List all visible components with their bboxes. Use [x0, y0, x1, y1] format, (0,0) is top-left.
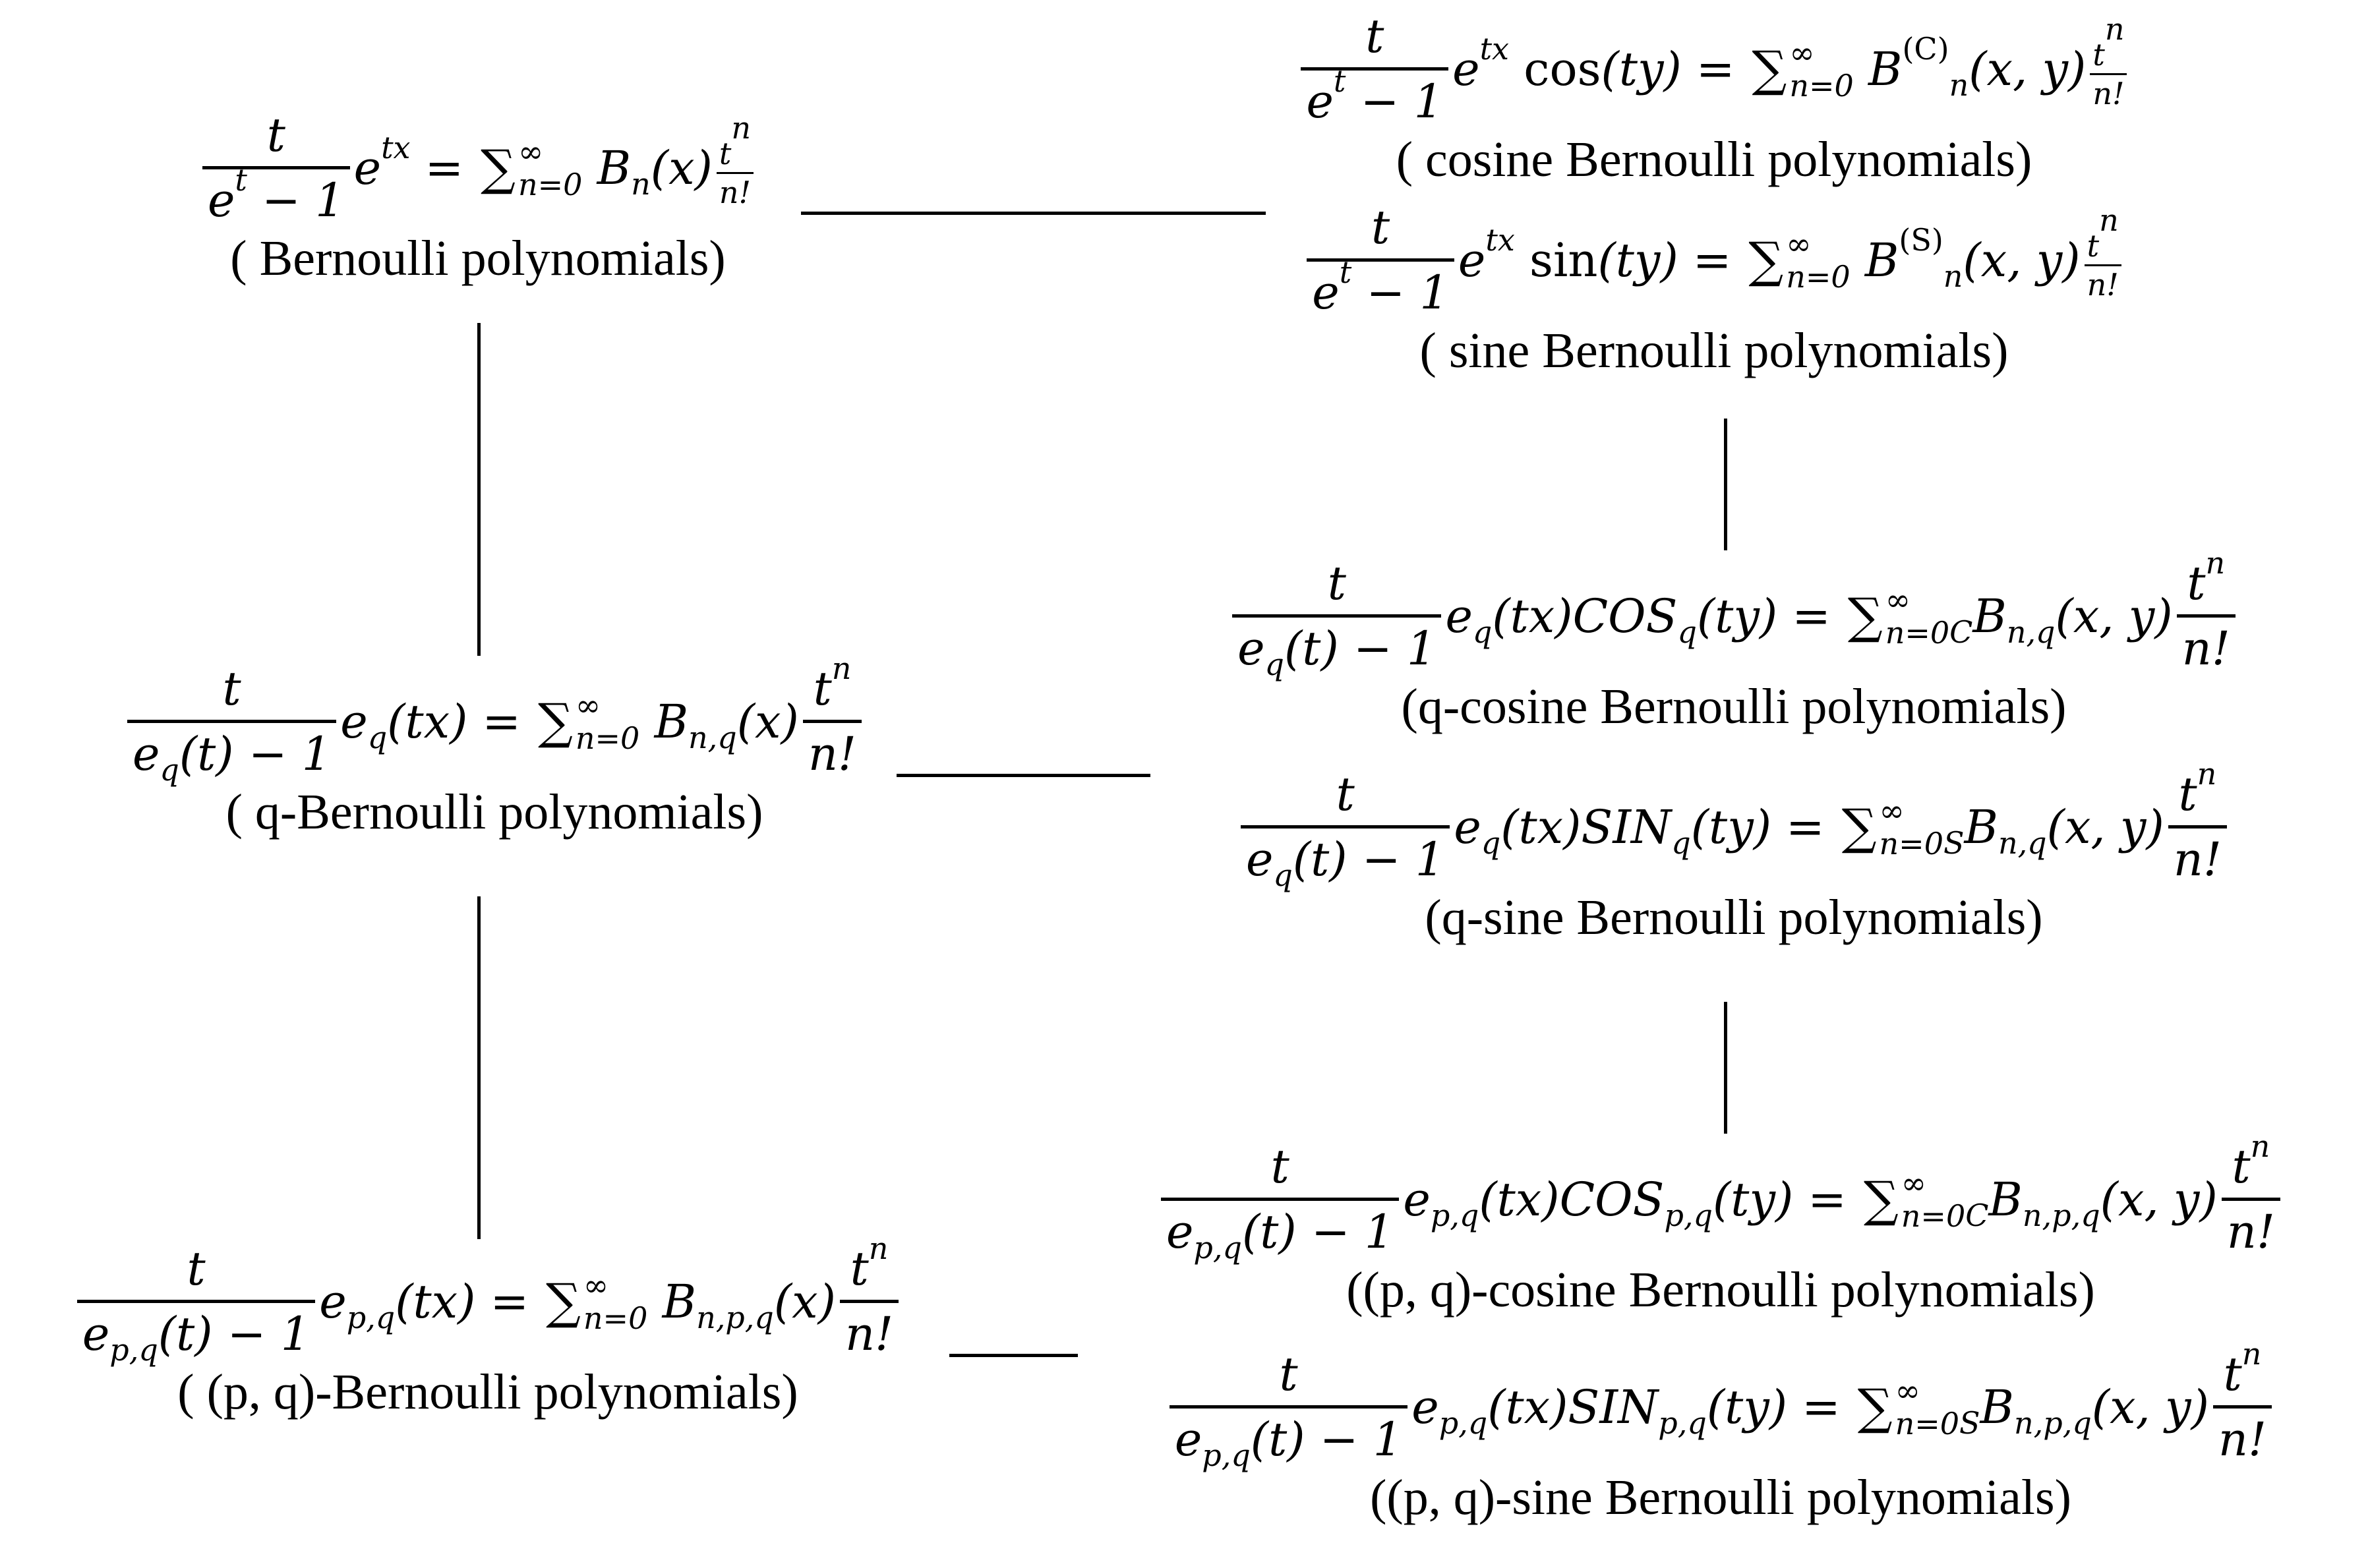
- connector-q-bernoulli-to-q-trig: [897, 774, 1150, 777]
- connector-bernoulli-to-trig: [801, 212, 1266, 215]
- caption-sine-bernoulli: ( sine Bernoulli polynomials): [1419, 323, 2009, 378]
- connector-q-bernoulli-to-pq-bernoulli: [477, 896, 481, 1239]
- caption-pq-bernoulli: ( (p, q)-Bernoulli polynomials): [177, 1364, 798, 1420]
- caption-bernoulli: ( Bernoulli polynomials): [230, 231, 726, 286]
- caption-q-sine-bernoulli: (q-sine Bernoulli polynomials): [1425, 890, 2043, 945]
- connector-pq-bernoulli-to-pq-trig: [949, 1354, 1078, 1357]
- caption-pq-cosine-bernoulli: ((p, q)-cosine Bernoulli polynomials): [1346, 1262, 2095, 1318]
- caption-pq-sine-bernoulli: ((p, q)-sine Bernoulli polynomials): [1370, 1470, 2071, 1525]
- connector-sine-to-q-cosine: [1724, 419, 1727, 550]
- caption-cosine-bernoulli: ( cosine Bernoulli polynomials): [1396, 132, 2032, 187]
- connector-q-sine-to-pq-cosine: [1724, 1002, 1727, 1134]
- connector-bernoulli-to-q-bernoulli: [477, 323, 481, 656]
- caption-q-bernoulli: ( q-Bernoulli polynomials): [225, 784, 763, 840]
- caption-q-cosine-bernoulli: (q-cosine Bernoulli polynomials): [1401, 679, 2067, 734]
